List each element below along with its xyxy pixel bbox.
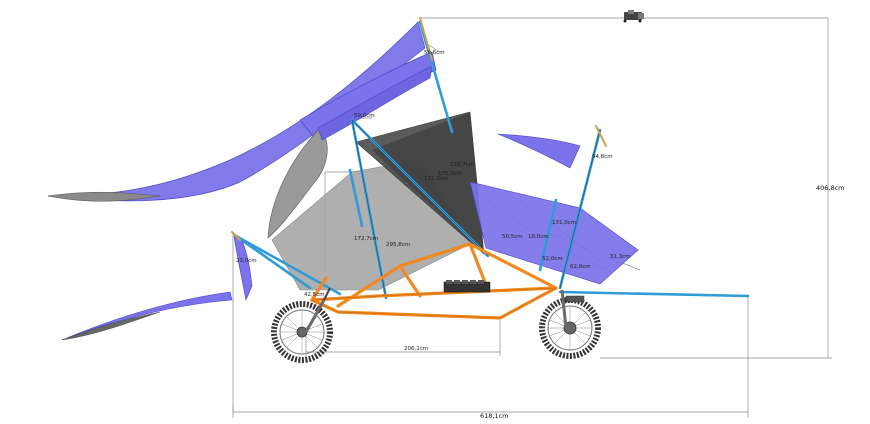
top-mast-label: 59,6cm [424,50,445,56]
right-b-label: 18,0cm [528,234,549,240]
diag-mid-label: 175,0cm [438,171,462,177]
wheelbase-label: 206,1cm [404,346,428,352]
streamer-sail-gray [47,191,161,202]
diag-long-label: 158,7cm [450,162,474,168]
diag-gray-label: 172,7cm [354,236,378,242]
center-label: 295,8cm [386,242,410,248]
left-small-label: 42,5cm [304,292,325,298]
front-wheel-icon [271,287,333,363]
strut-outlines [351,119,601,299]
frame-outlines [311,287,557,319]
rider-figure-icon [623,10,644,23]
streamer-sail-long [47,21,426,202]
left-front-label: 23,0cm [236,258,257,264]
lower-left-flag-dark [61,311,161,341]
front-flag [233,235,253,302]
dimension-labels: 618,1cm 406,8cm 206,1cm 59,6cm 59,0cm 54… [236,50,845,420]
rear-wheel-icon [539,289,601,359]
battery-pack-icon [443,280,491,293]
upper-right-flag [497,133,581,169]
right-f-label: 62,0cm [570,264,591,270]
overall-length-label: 618,1cm [480,412,509,420]
right-d-label: 52,0cm [542,256,563,262]
sail-top-label: 59,0cm [354,113,375,119]
right-e-label: 31,3cm [610,254,631,260]
lower-left-flag [61,291,233,341]
diag-mid2-label: 172,0cm [424,176,448,182]
right-a-label: 131,0cm [552,220,576,226]
right-purple-sail [469,181,639,285]
mast-tips [231,17,607,241]
right-mast-tip-label: 54,8cm [592,154,613,160]
dark-gray-sail-shade [372,112,484,254]
streamer-sail-twist [267,127,328,239]
streamer-sails [47,21,437,341]
overall-height-label: 406,8cm [816,184,845,192]
right-c-label: 50,5cm [502,234,523,240]
